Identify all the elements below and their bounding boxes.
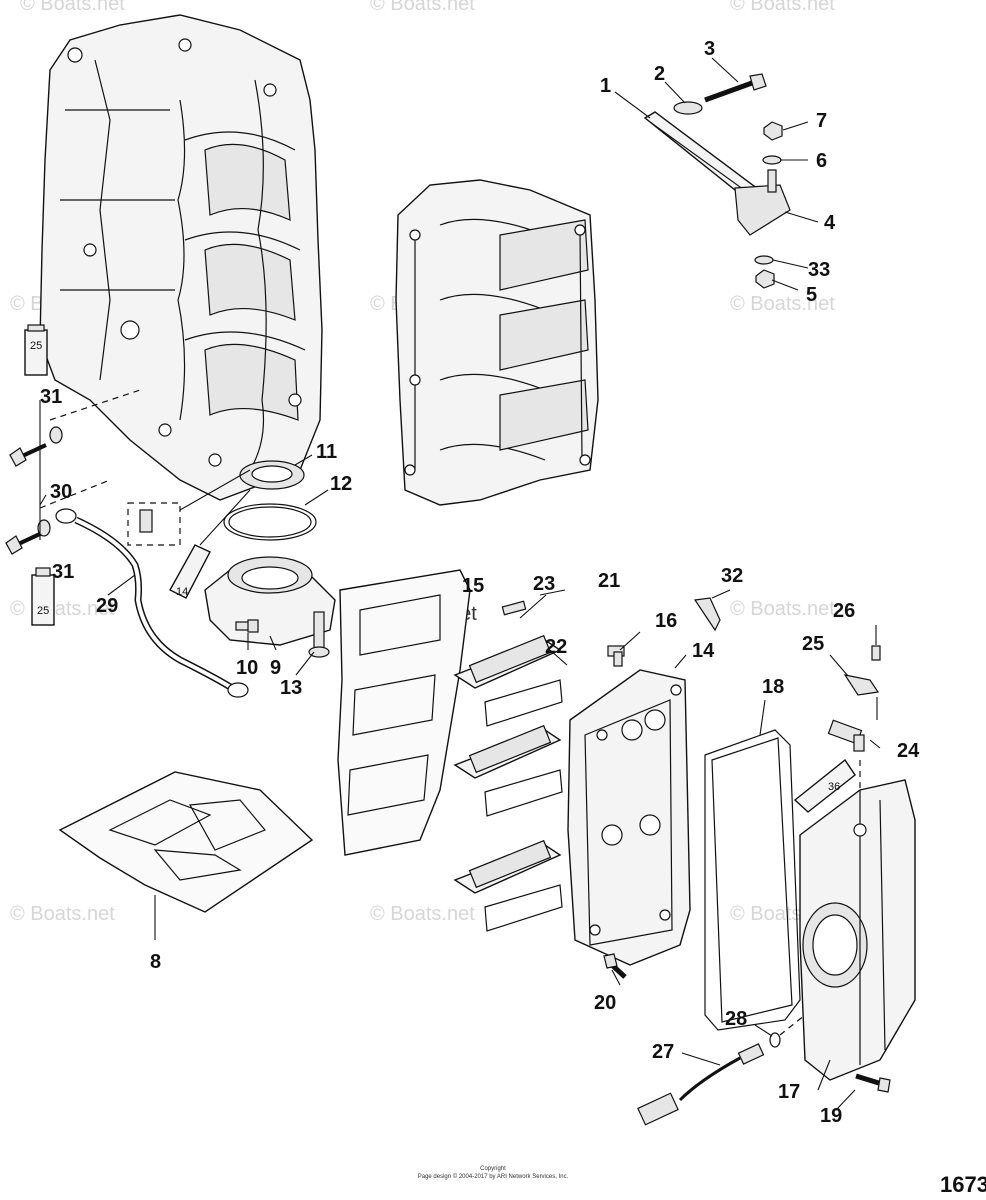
copyright-line: Page design © 2004-2017 by ARI Network S… — [418, 1173, 569, 1180]
part-screw — [871, 645, 881, 661]
callout-label: 6 — [816, 150, 827, 172]
sealant-tube: 25 — [24, 324, 48, 376]
part-hose — [55, 508, 249, 698]
part-nut — [763, 121, 783, 141]
reed-valve — [453, 839, 562, 894]
part-washer — [762, 155, 782, 165]
part-washer — [37, 519, 51, 537]
callout-label: 20 — [594, 992, 616, 1014]
callout-label: 18 — [762, 676, 784, 698]
tube-label: 25 — [37, 605, 49, 617]
part-bolt — [855, 1073, 891, 1093]
watermark: © Boats.net — [20, 0, 125, 15]
callout-label: 27 — [652, 1041, 674, 1063]
cylinder-block — [39, 14, 323, 501]
part-gasket — [337, 569, 471, 856]
part-oil-seal — [239, 460, 305, 490]
callout-label: 2 — [654, 63, 665, 85]
sealant-tube: 14 — [169, 544, 211, 599]
part-nut — [755, 269, 775, 289]
callout-label: 31 — [40, 386, 62, 408]
page-number: 1673 — [940, 1172, 986, 1197]
part-screw — [5, 531, 43, 555]
callout-label: 23 — [533, 573, 555, 595]
reed-gasket — [484, 679, 563, 727]
watermark: © Boats.net — [730, 598, 835, 620]
callout-label: 21 — [598, 570, 620, 592]
callout-label: 10 — [236, 657, 258, 679]
callout-label: 24 — [897, 740, 920, 762]
part-fitting — [235, 619, 259, 633]
callout-label: 26 — [833, 600, 855, 622]
callout-label: 30 — [50, 481, 72, 503]
callout-label: 19 — [820, 1105, 842, 1127]
part-screw — [501, 600, 527, 616]
part-fitting — [607, 645, 625, 667]
callout-label: 16 — [655, 610, 677, 632]
part-gasket — [704, 729, 801, 1031]
callout-label: 4 — [824, 212, 836, 234]
callout-label: 29 — [96, 595, 118, 617]
part-screw — [9, 443, 47, 467]
callout-label: 3 — [704, 38, 715, 60]
callout-label: 13 — [280, 677, 302, 699]
tube-label: 14 — [176, 586, 188, 598]
callout-label: 32 — [721, 565, 743, 587]
part-washer — [49, 426, 63, 444]
tube-label: 36 — [828, 781, 840, 793]
callout-label: 31 — [52, 561, 74, 583]
watermark: © Boats.net — [10, 903, 115, 925]
copyright-line: Copyright — [480, 1166, 506, 1172]
watermark: © Boats.net — [730, 293, 835, 315]
watermark: © Boats.net — [370, 903, 475, 925]
callout-label: 17 — [778, 1081, 800, 1103]
part-sensor-harness — [637, 1043, 765, 1126]
callout-label: 8 — [150, 951, 161, 973]
callout-label: 33 — [808, 259, 830, 281]
part-bracket — [843, 674, 880, 696]
callout-label: 15 — [462, 575, 484, 597]
intake-manifold — [567, 669, 691, 966]
callout-label: 28 — [725, 1008, 747, 1030]
part-o-ring — [223, 503, 317, 541]
part-o-ring — [769, 1032, 781, 1048]
part-clip — [693, 597, 721, 632]
part-bolt — [603, 953, 627, 979]
part-rail — [643, 111, 791, 236]
sensor-detail-box — [127, 502, 181, 546]
part-bolt — [704, 73, 767, 103]
watermark: © Boats.net — [730, 0, 835, 15]
reed-gasket — [484, 769, 563, 817]
callout-label: 9 — [270, 657, 281, 679]
callout-numbers: 1 2 3 4 5 6 7 8 9 10 11 12 13 14 15 16 1… — [40, 38, 920, 1127]
sealant-tube: 36 — [793, 758, 856, 813]
callout-label: 7 — [816, 110, 827, 132]
reed-gasket — [484, 884, 563, 932]
callout-label: 14 — [692, 640, 715, 662]
callout-label: 12 — [330, 473, 352, 495]
callout-label: 25 — [802, 633, 824, 655]
callout-label: 5 — [806, 284, 817, 306]
reed-valve — [453, 634, 562, 689]
part-sensor — [827, 719, 865, 752]
callout-label: 22 — [545, 636, 567, 658]
tube-label: 25 — [30, 340, 42, 352]
sealant-tube: 25 — [31, 567, 55, 626]
watermark: © Boats.net — [370, 0, 475, 15]
callout-label: 11 — [316, 441, 337, 463]
callout-label: 1 — [600, 75, 611, 97]
part-washer — [754, 255, 774, 265]
part-washer — [673, 101, 703, 115]
part-gasket — [58, 771, 314, 913]
crankcase-cover — [395, 179, 599, 506]
air-silencer — [799, 779, 916, 1081]
leader-lines — [39, 57, 881, 1111]
part-bolt — [308, 611, 330, 658]
reed-valve — [453, 724, 562, 779]
